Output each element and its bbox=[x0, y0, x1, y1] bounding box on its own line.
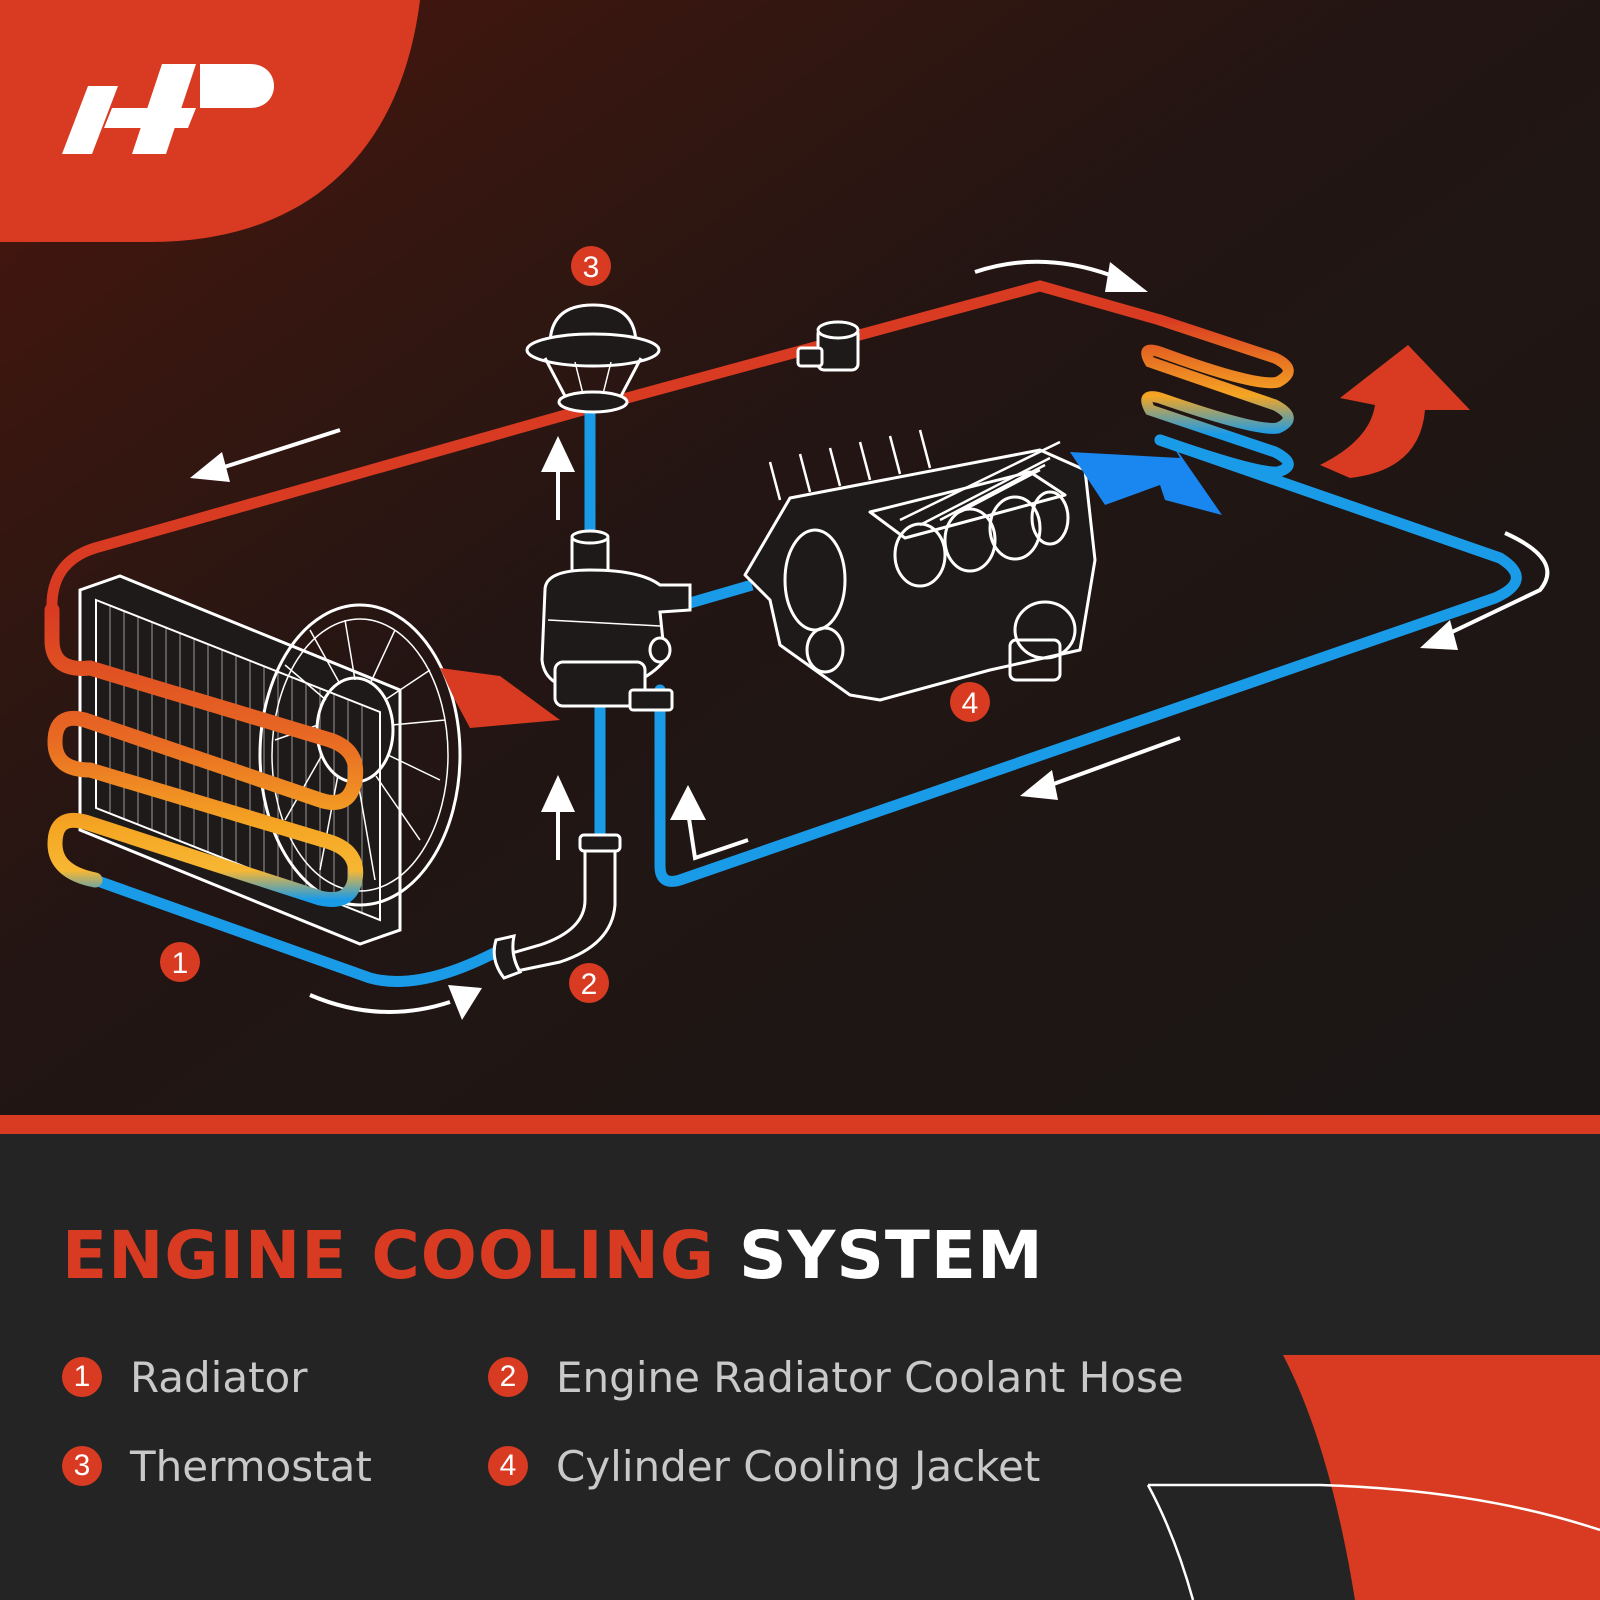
legend-panel bbox=[0, 1115, 1600, 1600]
callout-2-number: 2 bbox=[581, 968, 598, 1001]
thermostat bbox=[525, 303, 661, 414]
legend-label: Thermostat bbox=[130, 1441, 372, 1491]
legend-decoration bbox=[0, 1115, 1600, 1600]
hot-line-upper bbox=[584, 280, 1166, 414]
legend-badge: 3 bbox=[62, 1446, 102, 1486]
air-flow-arrow bbox=[440, 668, 560, 728]
callout-1-number: 1 bbox=[172, 947, 189, 980]
heater-core-coil bbox=[1141, 314, 1294, 478]
corner-line-left bbox=[1146, 1484, 1195, 1600]
corner-shape bbox=[1283, 1355, 1600, 1600]
water-pump bbox=[540, 529, 692, 712]
hot-air-out-arrow bbox=[1320, 345, 1470, 478]
legend-item-cooling-jacket: 4 Cylinder Cooling Jacket bbox=[488, 1436, 1040, 1496]
title-part-red: ENGINE COOLING bbox=[62, 1217, 716, 1294]
temperature-sensor-fitting bbox=[796, 320, 860, 372]
cooling-system-diagram: 1 2 3 4 bbox=[0, 0, 1600, 1115]
legend-label: Engine Radiator Coolant Hose bbox=[556, 1352, 1184, 1402]
legend-badge: 1 bbox=[62, 1357, 102, 1397]
title-part-white: SYSTEM bbox=[739, 1217, 1044, 1294]
callout-1: 1 bbox=[160, 942, 200, 982]
callout-4-number: 4 bbox=[962, 687, 979, 720]
engine-block bbox=[743, 429, 1097, 702]
legend-item-coolant-hose: 2 Engine Radiator Coolant Hose bbox=[488, 1347, 1184, 1407]
callout-3-number: 3 bbox=[583, 251, 600, 284]
legend-label: Radiator bbox=[130, 1352, 308, 1402]
page-title: ENGINE COOLING SYSTEM bbox=[62, 1216, 1044, 1296]
radiator-fan bbox=[258, 603, 462, 907]
flow-direction-arrows bbox=[190, 259, 1550, 1020]
divider-stripe bbox=[0, 1115, 1600, 1134]
coolant-hose bbox=[492, 833, 622, 980]
radiator-outlet-line bbox=[89, 874, 506, 987]
callout-3: 3 bbox=[571, 246, 611, 286]
cold-air-arrow bbox=[1070, 440, 1222, 515]
pump-to-engine-line bbox=[688, 579, 754, 609]
cold-return-line bbox=[654, 434, 1522, 887]
callout-2: 2 bbox=[569, 963, 609, 1003]
hot-line-to-radiator bbox=[46, 402, 596, 616]
callout-4: 4 bbox=[950, 682, 990, 722]
legend-badge: 2 bbox=[488, 1357, 528, 1397]
brand-corner bbox=[0, 0, 420, 242]
brand-logo bbox=[62, 64, 274, 154]
radiator-coolant-coil bbox=[44, 602, 364, 907]
legend-badge: 4 bbox=[488, 1446, 528, 1486]
legend-item-thermostat: 3 Thermostat bbox=[62, 1436, 372, 1496]
legend-item-radiator: 1 Radiator bbox=[62, 1347, 308, 1407]
legend-label: Cylinder Cooling Jacket bbox=[556, 1441, 1041, 1491]
corner-line-top bbox=[1148, 1483, 1600, 1532]
